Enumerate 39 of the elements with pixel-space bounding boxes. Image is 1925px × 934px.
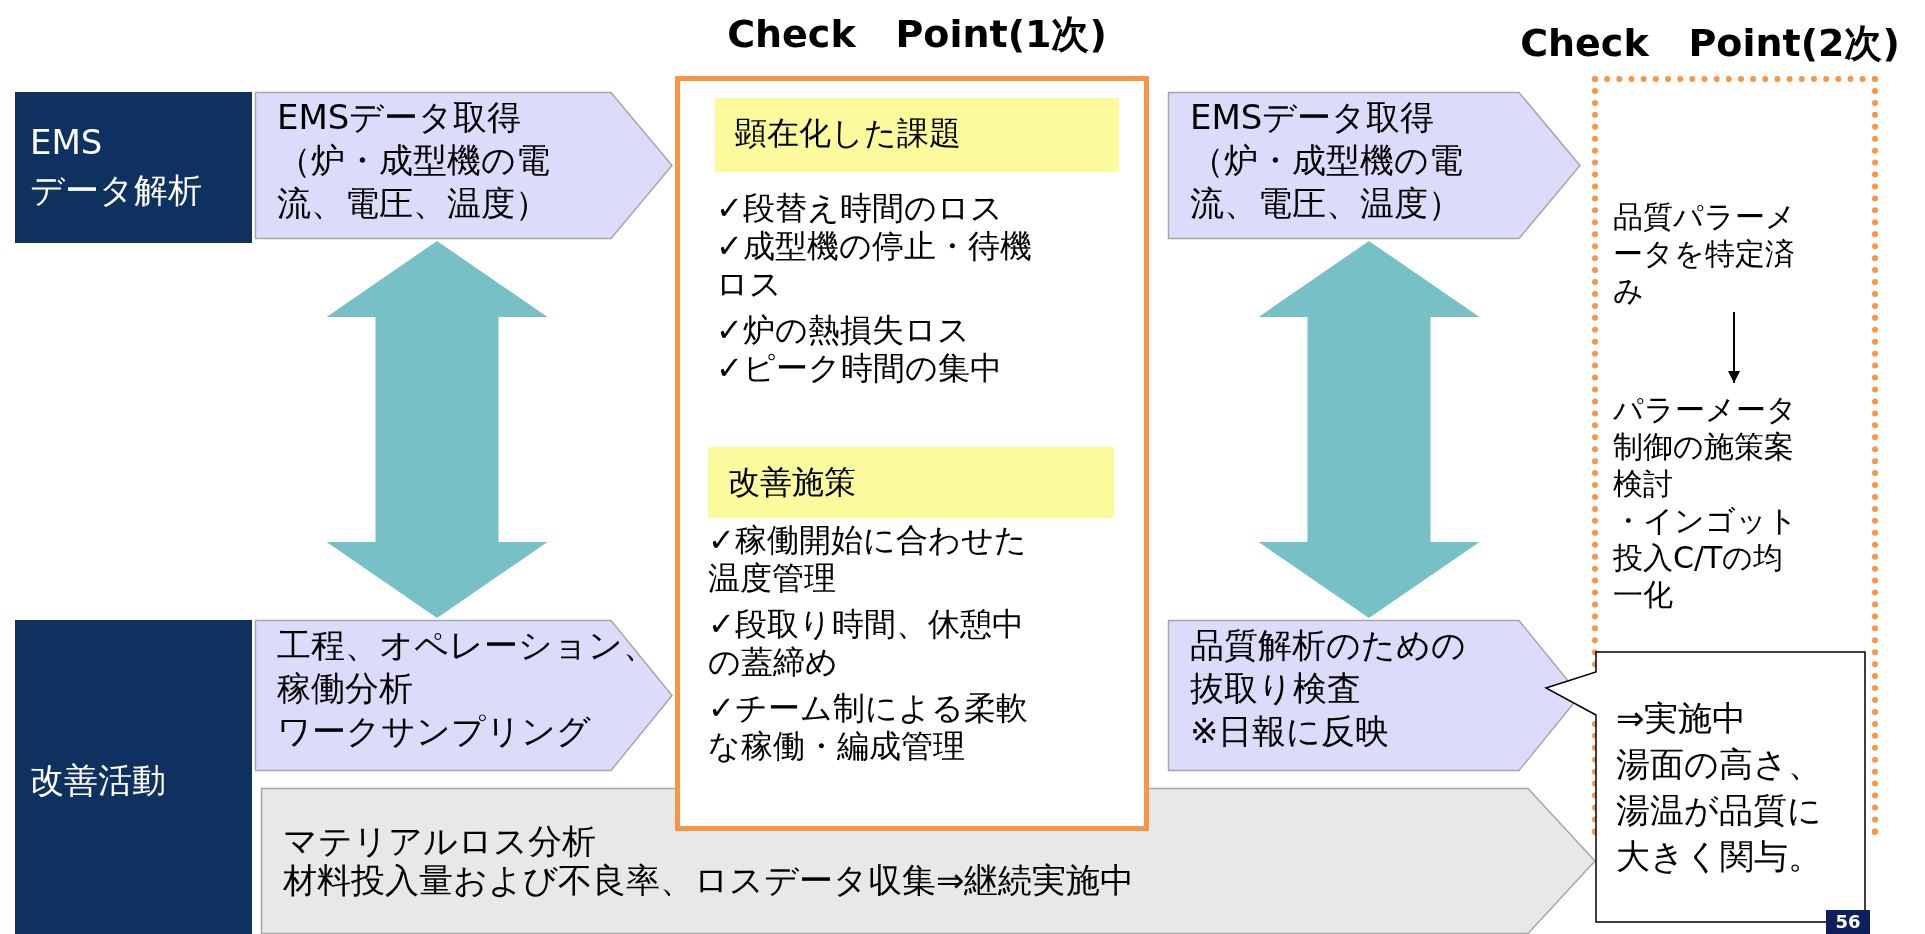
chevron-box [255, 92, 673, 239]
chevron-box [255, 620, 673, 771]
arrow [1728, 311, 1740, 384]
box-text: マテリアルロス分析 [283, 822, 597, 861]
row-header-text: EMS データ解析 [30, 121, 203, 212]
row-header-text: 改善活動 [30, 759, 167, 802]
checklist-item: ✓稼働開始に合わせた温度管理 [708, 521, 1028, 597]
note-text: ・インゴット投入C/Tの均一化 [1613, 502, 1799, 613]
box-text: （炉・成型機の電流、電圧、温度） [1190, 139, 1464, 225]
heading-text: 改善施策 [728, 462, 856, 503]
note-text: パラーメータ制御の施策案検討 [1613, 391, 1798, 502]
chevron-box [1168, 92, 1581, 239]
page-number: 56 [1826, 910, 1870, 934]
note-text: 品質パラーメータを特定済み [1613, 198, 1797, 309]
box-text: ワークサンプリング [277, 710, 592, 753]
check-point-title: Check Point(1次) [726, 11, 1108, 58]
checklist-item: ✓ピーク時間の集中 [716, 349, 1003, 387]
callout-text: ⇒実施中 [1616, 697, 1748, 740]
heading-band [715, 98, 1119, 172]
box-text: 材料投入量および不良率、ロスデータ収集⇒継続実施中 [283, 861, 1136, 900]
double-arrow [1258, 241, 1480, 618]
row-header-box [15, 620, 252, 934]
checklist-item: ✓段替え時間のロス [716, 189, 1004, 227]
checklist-item: ✓成型機の停止・待機ロス [716, 227, 1033, 303]
heading-text: 顕在化した課題 [735, 113, 961, 154]
check-point-title: Check Point(2次) [1519, 20, 1901, 67]
heading-band [708, 447, 1114, 518]
callout-text: 湯面の高さ、湯温が品質に大きく関与。 [1616, 743, 1823, 878]
checklist-item: ✓チーム制による柔軟な稼働・編成管理 [708, 689, 1029, 765]
box-text: EMSデータ取得 [277, 96, 523, 139]
box-text: 工程、オペレーション、稼働分析 [277, 624, 658, 710]
row-header-box [15, 92, 252, 243]
checklist-item: ✓段取り時間、休憩中の蓋締め [708, 605, 1025, 681]
box-text: EMSデータ取得 [1190, 96, 1436, 139]
checklist-item: ✓炉の熱損失ロス [716, 311, 971, 349]
box-text: ※日報に反映 [1190, 710, 1391, 753]
box-text: （炉・成型機の電流、電圧、温度） [277, 139, 551, 225]
box-text: 品質解析のための抜取り検査 [1190, 624, 1467, 710]
double-arrow [326, 241, 548, 618]
